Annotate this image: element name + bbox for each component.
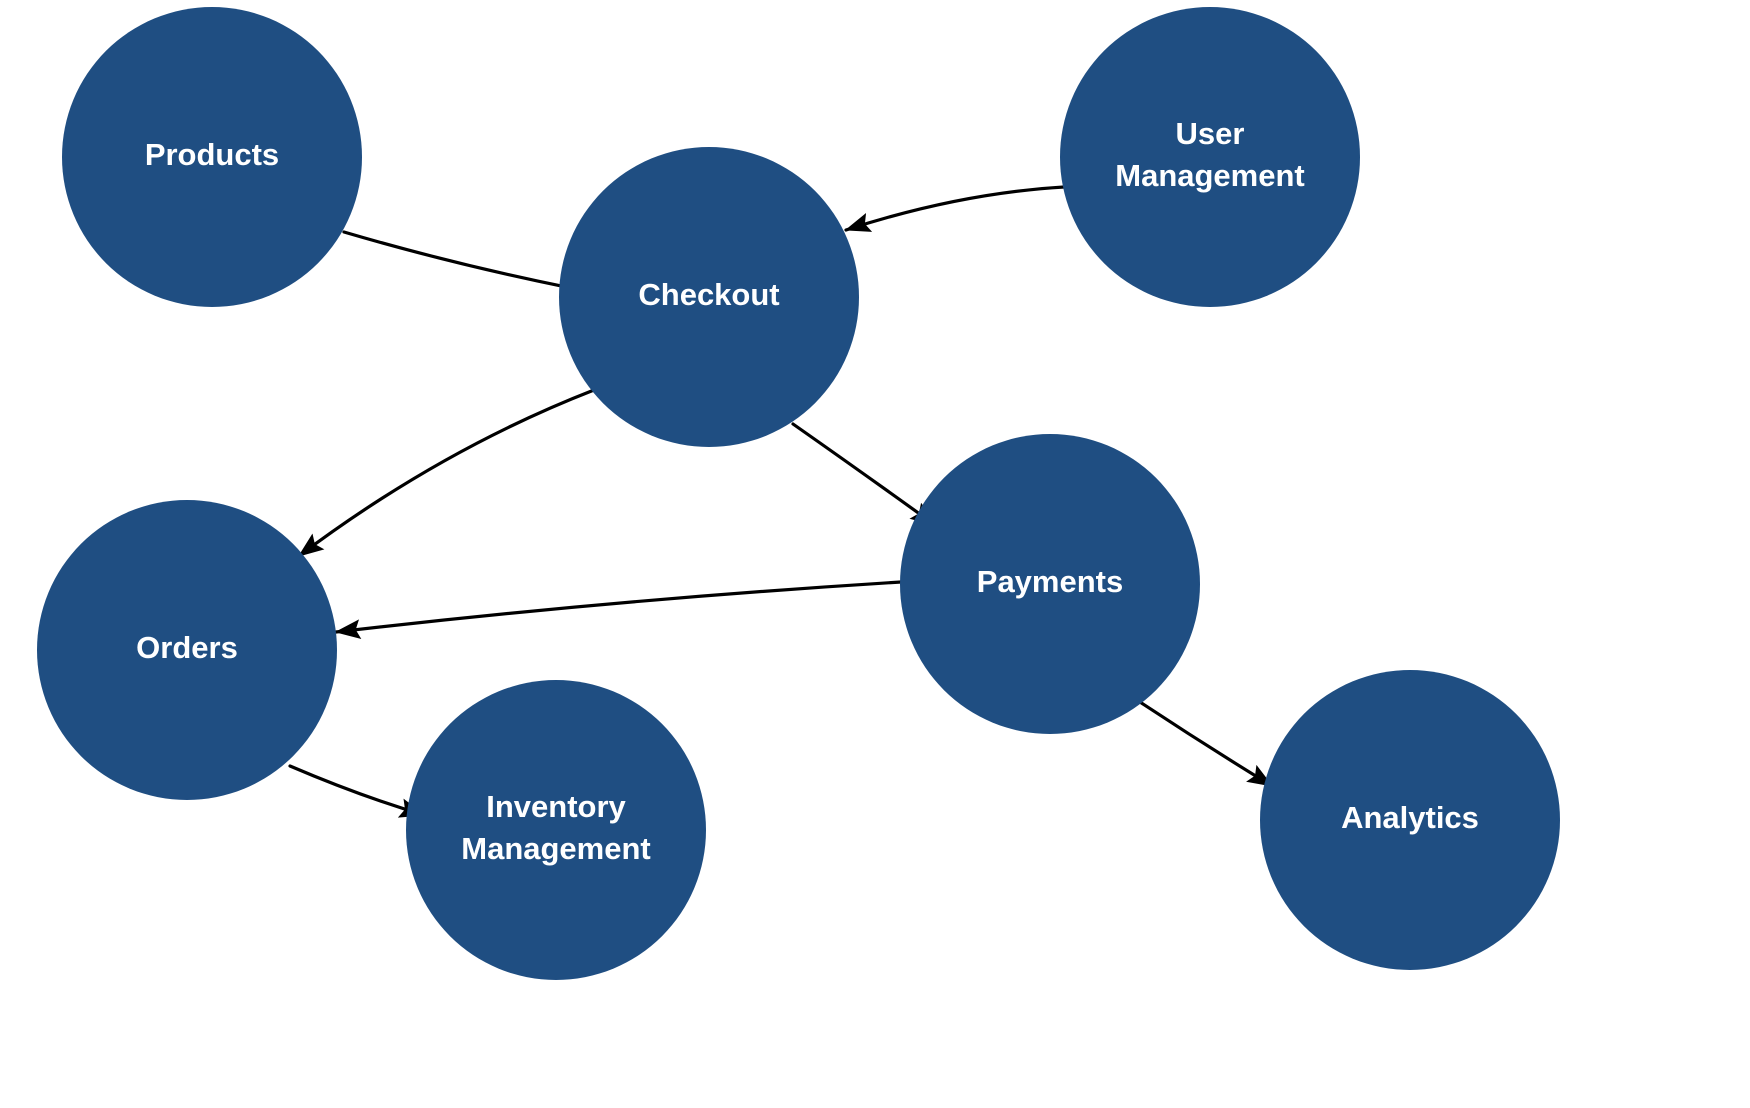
node-circle-payments[interactable] bbox=[900, 434, 1200, 734]
edge-checkout-payments[interactable] bbox=[791, 422, 937, 527]
node-circle-orders[interactable] bbox=[37, 500, 337, 800]
edge-checkout-orders[interactable] bbox=[297, 388, 596, 558]
edges-layer bbox=[288, 185, 1274, 818]
edge-usermgmt-checkout[interactable] bbox=[844, 185, 1066, 232]
node-analytics[interactable]: Analytics bbox=[1260, 670, 1560, 970]
edge-orders-inventory[interactable] bbox=[288, 764, 426, 818]
node-payments[interactable]: Payments bbox=[900, 434, 1200, 734]
node-circle-products[interactable] bbox=[62, 7, 362, 307]
node-circle-user_mgmt[interactable] bbox=[1060, 7, 1360, 307]
node-orders[interactable]: Orders bbox=[37, 500, 337, 800]
node-products[interactable]: Products bbox=[62, 7, 362, 307]
node-circle-checkout[interactable] bbox=[559, 147, 859, 447]
node-circle-inventory[interactable] bbox=[406, 680, 706, 980]
node-circle-analytics[interactable] bbox=[1260, 670, 1560, 970]
node-checkout[interactable]: Checkout bbox=[559, 147, 859, 447]
edge-payments-analytics[interactable] bbox=[1138, 700, 1274, 788]
edge-payments-orders[interactable] bbox=[334, 580, 903, 640]
